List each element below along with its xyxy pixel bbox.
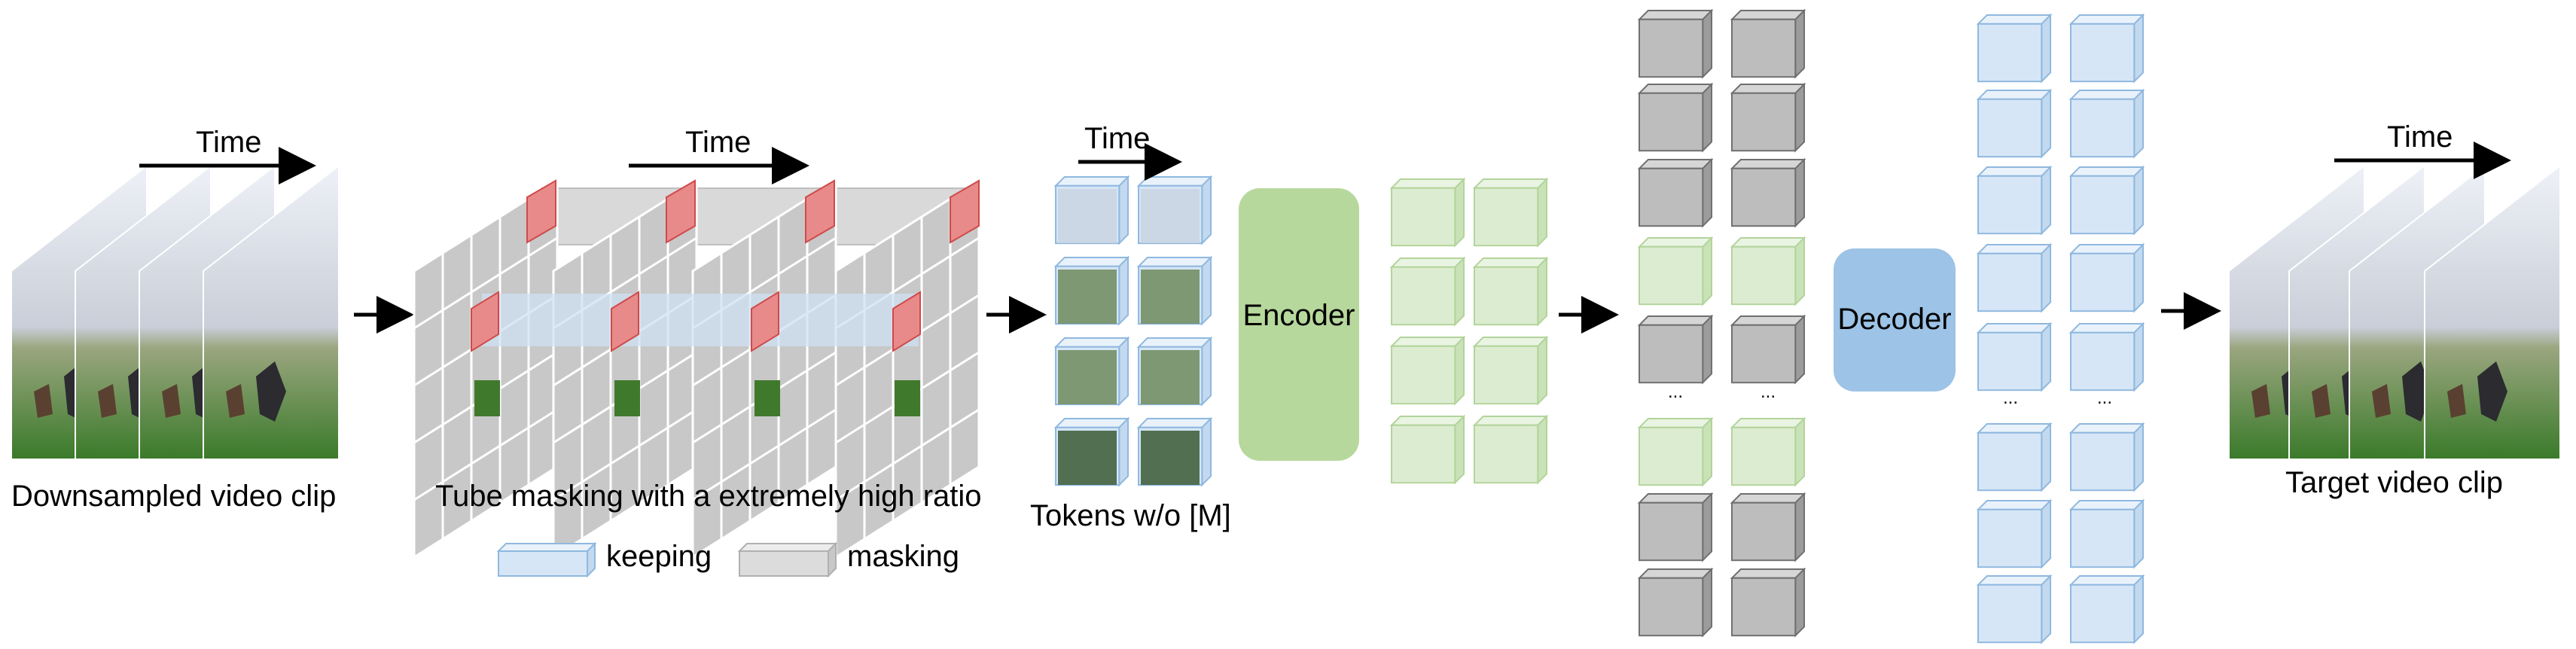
time-label-3: Time — [1084, 122, 1150, 155]
decoder-output-cube — [1977, 500, 2052, 568]
decoder-label: Decoder — [1837, 303, 1951, 336]
red-patch — [805, 179, 835, 244]
encoder-output-cube — [1391, 178, 1465, 247]
token-thumbnail — [1141, 350, 1200, 404]
encoder-output-cube — [1391, 337, 1465, 405]
target-clip — [2228, 165, 2561, 460]
decoder-input-cube — [1731, 418, 1806, 486]
tokens-caption: Tokens w/o [M] — [1030, 499, 1231, 532]
decoder-input-cube — [1639, 84, 1713, 152]
decoder-output-cube — [2070, 423, 2145, 492]
encoder-output-cube — [1391, 257, 1465, 326]
decoder-output-cube — [2070, 244, 2145, 312]
decoder-output-ellipsis-1: ... — [2003, 388, 2018, 408]
tube-masking-caption: Tube masking with a extremely high ratio — [435, 480, 982, 513]
token-thumbnail — [1141, 431, 1200, 485]
decoder-input-ellipsis-1: ... — [1668, 382, 1683, 402]
token-thumbnail — [1058, 189, 1117, 243]
decoder-input-cube — [1731, 237, 1806, 306]
visible-patch — [755, 380, 780, 416]
decoder-input-cube — [1639, 10, 1713, 78]
decoder-input-cube — [1731, 493, 1806, 562]
keeping-tube — [482, 294, 919, 346]
visible-patch — [614, 380, 640, 416]
encoder-output-cube — [1474, 178, 1548, 247]
decoder-output-cube — [2070, 90, 2145, 158]
encoder-output-cube — [1474, 337, 1548, 405]
tokens-group — [1055, 176, 1212, 486]
encoder-output-tokens — [1391, 178, 1548, 484]
token-thumbnail — [1058, 431, 1117, 485]
encoder-output-cube — [1474, 257, 1548, 326]
decoder-output-cube — [2070, 166, 2145, 235]
time-label-1: Time — [196, 126, 261, 159]
legend-masking-label: masking — [847, 540, 959, 573]
tube-masking — [413, 179, 980, 559]
decoder-output-cube — [1977, 90, 2052, 158]
decoder-output-cube — [1977, 166, 2052, 235]
decoder-input-cube — [1639, 315, 1713, 384]
encoder-output-cube — [1391, 416, 1465, 484]
decoder-output-cube — [2070, 14, 2145, 83]
token-thumbnail — [1141, 189, 1200, 243]
time-label-2: Time — [685, 126, 751, 159]
legend-keeping-label: keeping — [606, 540, 712, 573]
red-patch — [666, 179, 696, 244]
decoder-output-cube — [1977, 423, 2052, 492]
legend-masking-swatch — [737, 541, 838, 578]
decoder-input-tokens — [1639, 10, 1806, 637]
decoder-input-cube — [1639, 418, 1713, 486]
token-thumbnail — [1058, 270, 1117, 324]
visible-patch — [895, 380, 920, 416]
red-patch — [611, 291, 639, 352]
decoder-input-ellipsis-2: ... — [1761, 382, 1776, 402]
red-patch — [526, 179, 556, 244]
decoder-output-cube — [1977, 14, 2052, 83]
encoder-block — [1239, 188, 1359, 461]
encoder-output-cube — [1474, 416, 1548, 484]
red-patch — [471, 291, 499, 352]
decoder-input-cube — [1639, 237, 1713, 306]
decoder-input-cube — [1731, 315, 1806, 384]
downsampled-clip — [11, 165, 340, 460]
token-thumbnail — [1141, 270, 1200, 324]
decoder-output-tokens — [1977, 14, 2145, 644]
decoder-output-cube — [1977, 575, 2052, 644]
decoder-input-cube — [1731, 568, 1806, 637]
decoder-output-cube — [1977, 244, 2052, 312]
decoder-input-cube — [1731, 10, 1806, 78]
decoder-block — [1834, 248, 1956, 392]
time-label-4: Time — [2387, 120, 2453, 154]
decoder-output-ellipsis-2: ... — [2097, 388, 2112, 408]
decoder-output-cube — [1977, 323, 2052, 392]
decoder-output-cube — [2070, 500, 2145, 568]
decoder-input-cube — [1639, 568, 1713, 637]
decoder-input-cube — [1639, 159, 1713, 227]
legend: keeping masking — [496, 540, 959, 578]
encoder-label: Encoder — [1243, 299, 1355, 332]
decoder-output-cube — [2070, 323, 2145, 392]
decoder-output-cube — [2070, 575, 2145, 644]
target-caption: Target video clip — [2285, 466, 2503, 499]
red-patch — [751, 291, 779, 352]
decoder-input-cube — [1639, 493, 1713, 562]
decoder-input-cube — [1731, 159, 1806, 227]
downsampled-caption: Downsampled video clip — [11, 480, 336, 513]
legend-keeping-swatch — [496, 541, 597, 578]
red-patch — [950, 179, 980, 244]
red-patch — [892, 291, 921, 352]
token-thumbnail — [1058, 350, 1117, 404]
decoder-input-cube — [1731, 84, 1806, 152]
visible-patch — [474, 380, 500, 416]
